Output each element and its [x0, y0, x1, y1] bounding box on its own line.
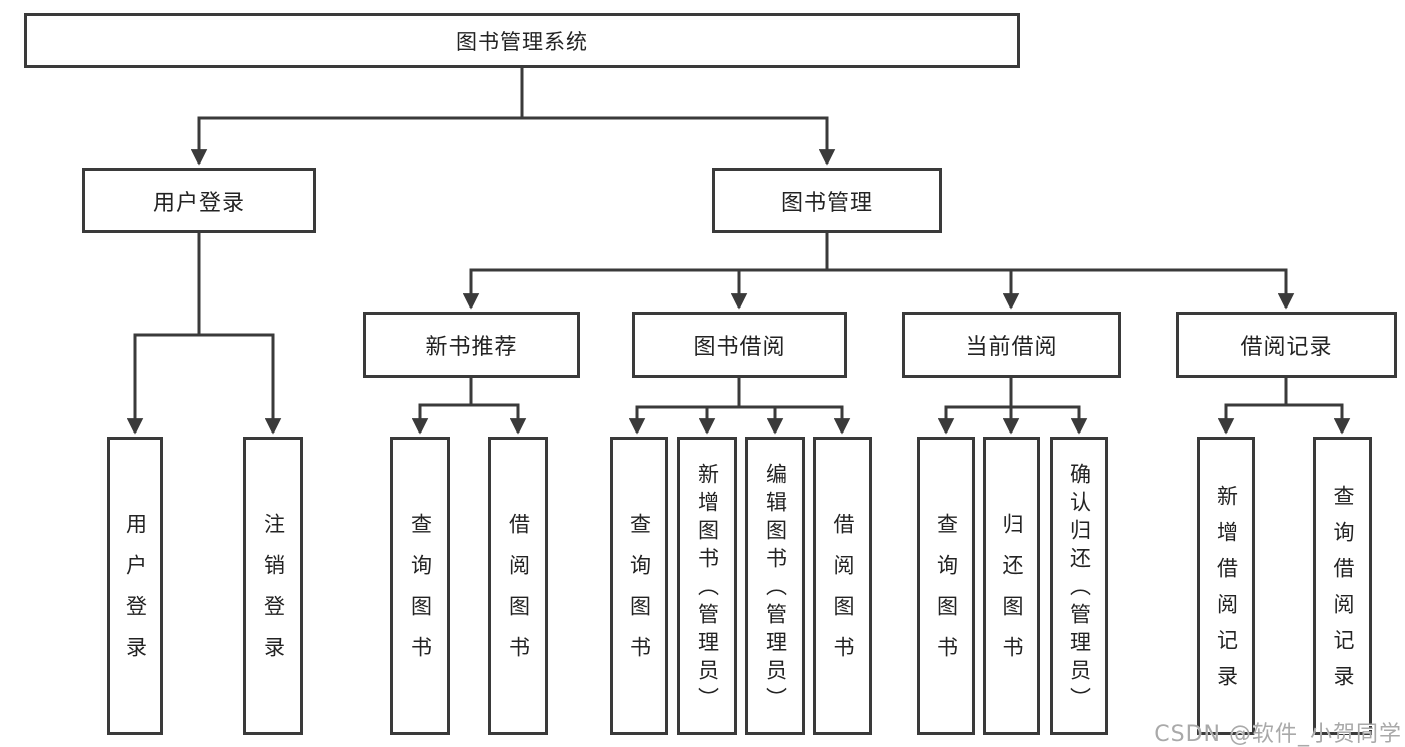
- node-book-borrow: 图书借阅: [632, 312, 847, 378]
- node-borrow-records: 借阅记录: [1176, 312, 1397, 378]
- leaf-newbook-borrow-books: 借阅图书: [488, 437, 548, 735]
- leaf-logout: 注销登录: [243, 437, 303, 735]
- leaf-records-add-record: 新增借阅记录: [1197, 437, 1255, 735]
- leaf-user-login: 用户登录: [107, 437, 163, 735]
- node-user-login: 用户登录: [82, 168, 316, 233]
- watermark: CSDN @软件_小贺同学: [1154, 722, 1402, 747]
- leaf-records-query-record: 查询借阅记录: [1313, 437, 1372, 735]
- leaf-current-return-books: 归还图书: [983, 437, 1040, 735]
- leaf-borrow-edit-books-admin: 编辑图书（管理员）: [745, 437, 805, 735]
- node-new-book-recommend: 新书推荐: [363, 312, 580, 378]
- leaf-borrow-query-books: 查询图书: [610, 437, 668, 735]
- leaf-borrow-borrow-books: 借阅图书: [813, 437, 872, 735]
- tree-branch-lines: [133, 66, 1344, 409]
- node-root: 图书管理系统: [24, 13, 1020, 68]
- leaf-current-query-books: 查询图书: [917, 437, 975, 735]
- node-book-management: 图书管理: [712, 168, 942, 233]
- leaf-newbook-query-books: 查询图书: [390, 437, 450, 735]
- leaf-borrow-add-books-admin: 新增图书（管理员）: [677, 437, 737, 735]
- leaf-current-confirm-return-admin: 确认归还（管理员）: [1050, 437, 1108, 735]
- node-current-borrow: 当前借阅: [902, 312, 1121, 378]
- tree-arrow-lines: [126, 118, 1351, 435]
